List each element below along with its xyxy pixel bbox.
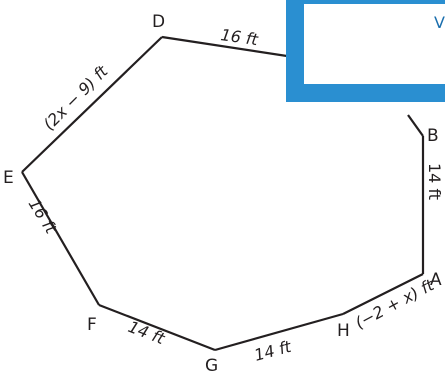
vertex-label-g: G	[205, 356, 218, 374]
vertex-label-d: D	[152, 12, 165, 32]
side-de	[21, 36, 163, 173]
edge-label-ab: 14 ft	[425, 163, 444, 200]
side-b-upper	[407, 114, 424, 137]
callout-box: V	[286, 0, 445, 102]
callout-text: V	[434, 13, 445, 32]
edge-label-ed: (2x − 9) ft	[39, 61, 112, 134]
vertex-label-a: A	[430, 270, 442, 290]
side-dc	[161, 35, 301, 60]
edge-label-gh: 14 ft	[252, 337, 294, 365]
side-ha	[342, 273, 424, 315]
vertex-label-e: E	[3, 168, 14, 188]
side-ef	[21, 171, 100, 306]
edge-label-fg: 14 ft	[126, 317, 168, 348]
vertex-label-h: H	[337, 321, 350, 341]
vertex-label-f: F	[87, 315, 97, 335]
side-gh	[214, 312, 344, 352]
vertex-label-b: B	[427, 126, 439, 146]
side-fg	[98, 303, 216, 352]
